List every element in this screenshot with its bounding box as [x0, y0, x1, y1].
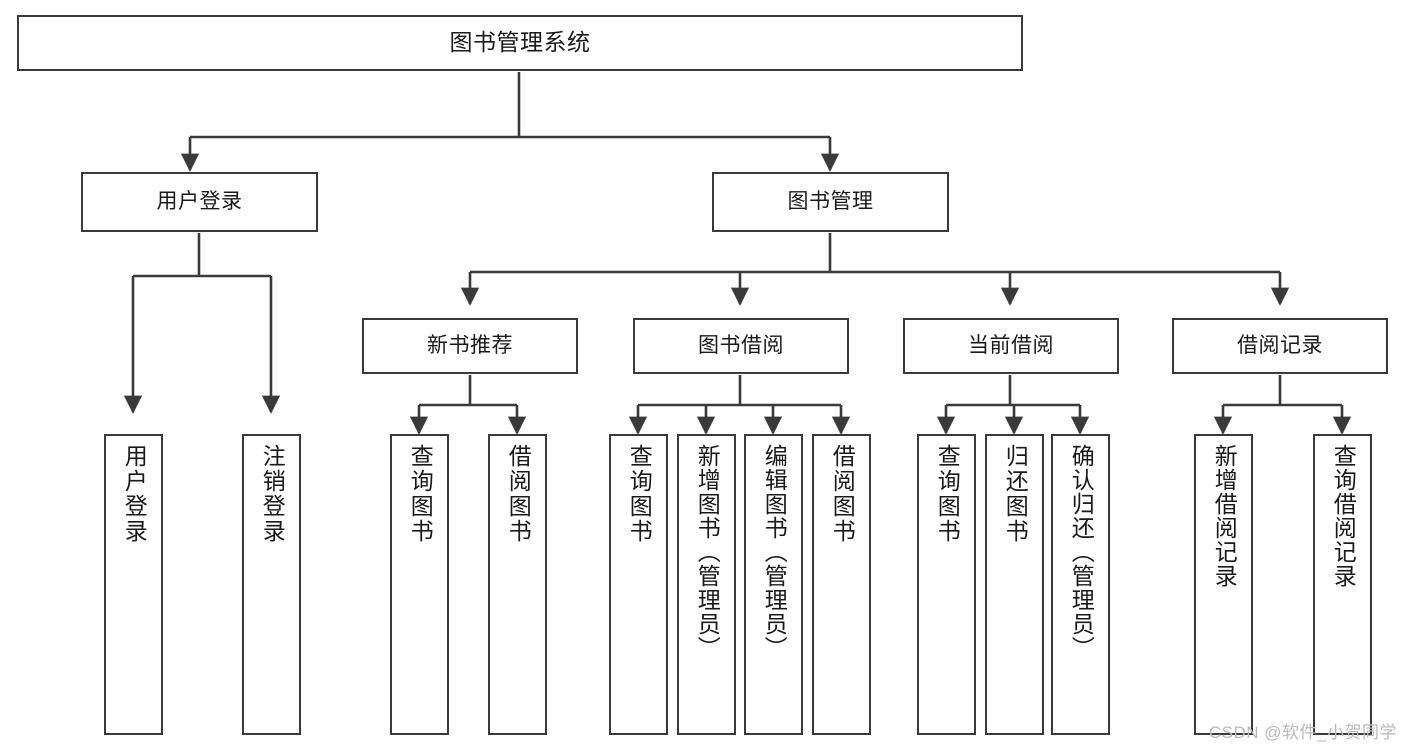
node-user-login-label: 用户登录 [156, 190, 243, 214]
node-leaf-confirm-return[interactable]: 确认归还（管理员） [1051, 434, 1110, 735]
node-book-borrow-label: 图书借阅 [698, 334, 784, 358]
node-leaf-borrow-book-2[interactable]: 借阅图书 [812, 434, 871, 735]
node-leaf-query-book-1-label: 查询图书 [407, 444, 434, 544]
node-leaf-borrow-book-1-label: 借阅图书 [505, 444, 532, 544]
node-current-borrow-label: 当前借阅 [968, 334, 1054, 358]
node-root[interactable]: 图书管理系统 [17, 15, 1023, 71]
node-borrow-record-label: 借阅记录 [1237, 334, 1323, 358]
node-user-login[interactable]: 用户登录 [81, 172, 318, 232]
node-leaf-query-record-label: 查询借阅记录 [1330, 444, 1357, 588]
node-leaf-logout-login-label: 注销登录 [259, 444, 286, 544]
node-leaf-user-login-label: 用户登录 [121, 444, 148, 544]
node-book-manage-label: 图书管理 [787, 190, 874, 214]
node-leaf-logout-login[interactable]: 注销登录 [242, 434, 301, 735]
watermark-text: CSDN @软件_小贺同学 [1208, 723, 1397, 742]
node-leaf-edit-book-label: 编辑图书（管理员） [761, 444, 788, 660]
node-leaf-query-record[interactable]: 查询借阅记录 [1313, 434, 1372, 735]
node-leaf-query-book-3-label: 查询图书 [934, 444, 961, 544]
node-leaf-add-book-label: 新增图书（管理员） [694, 444, 721, 660]
node-leaf-add-book[interactable]: 新增图书（管理员） [677, 434, 736, 735]
node-leaf-user-login[interactable]: 用户登录 [104, 434, 163, 735]
node-leaf-edit-book[interactable]: 编辑图书（管理员） [744, 434, 803, 735]
node-new-book-recommend-label: 新书推荐 [427, 334, 513, 358]
node-leaf-borrow-book-1[interactable]: 借阅图书 [488, 434, 547, 735]
node-leaf-query-book-1[interactable]: 查询图书 [390, 434, 449, 735]
node-leaf-query-book-2[interactable]: 查询图书 [609, 434, 668, 735]
node-book-manage[interactable]: 图书管理 [712, 172, 949, 232]
node-root-label: 图书管理系统 [449, 29, 591, 56]
node-leaf-confirm-return-label: 确认归还（管理员） [1068, 444, 1095, 660]
node-new-book-recommend[interactable]: 新书推荐 [362, 318, 578, 374]
node-current-borrow[interactable]: 当前借阅 [903, 318, 1119, 374]
node-book-borrow[interactable]: 图书借阅 [633, 318, 849, 374]
node-leaf-add-record[interactable]: 新增借阅记录 [1194, 434, 1253, 735]
node-leaf-return-book[interactable]: 归还图书 [985, 434, 1044, 735]
node-leaf-query-book-3[interactable]: 查询图书 [917, 434, 976, 735]
node-leaf-return-book-label: 归还图书 [1002, 444, 1029, 544]
node-borrow-record[interactable]: 借阅记录 [1172, 318, 1388, 374]
node-leaf-query-book-2-label: 查询图书 [626, 444, 653, 544]
node-leaf-borrow-book-2-label: 借阅图书 [829, 444, 856, 544]
node-leaf-add-record-label: 新增借阅记录 [1211, 444, 1238, 588]
